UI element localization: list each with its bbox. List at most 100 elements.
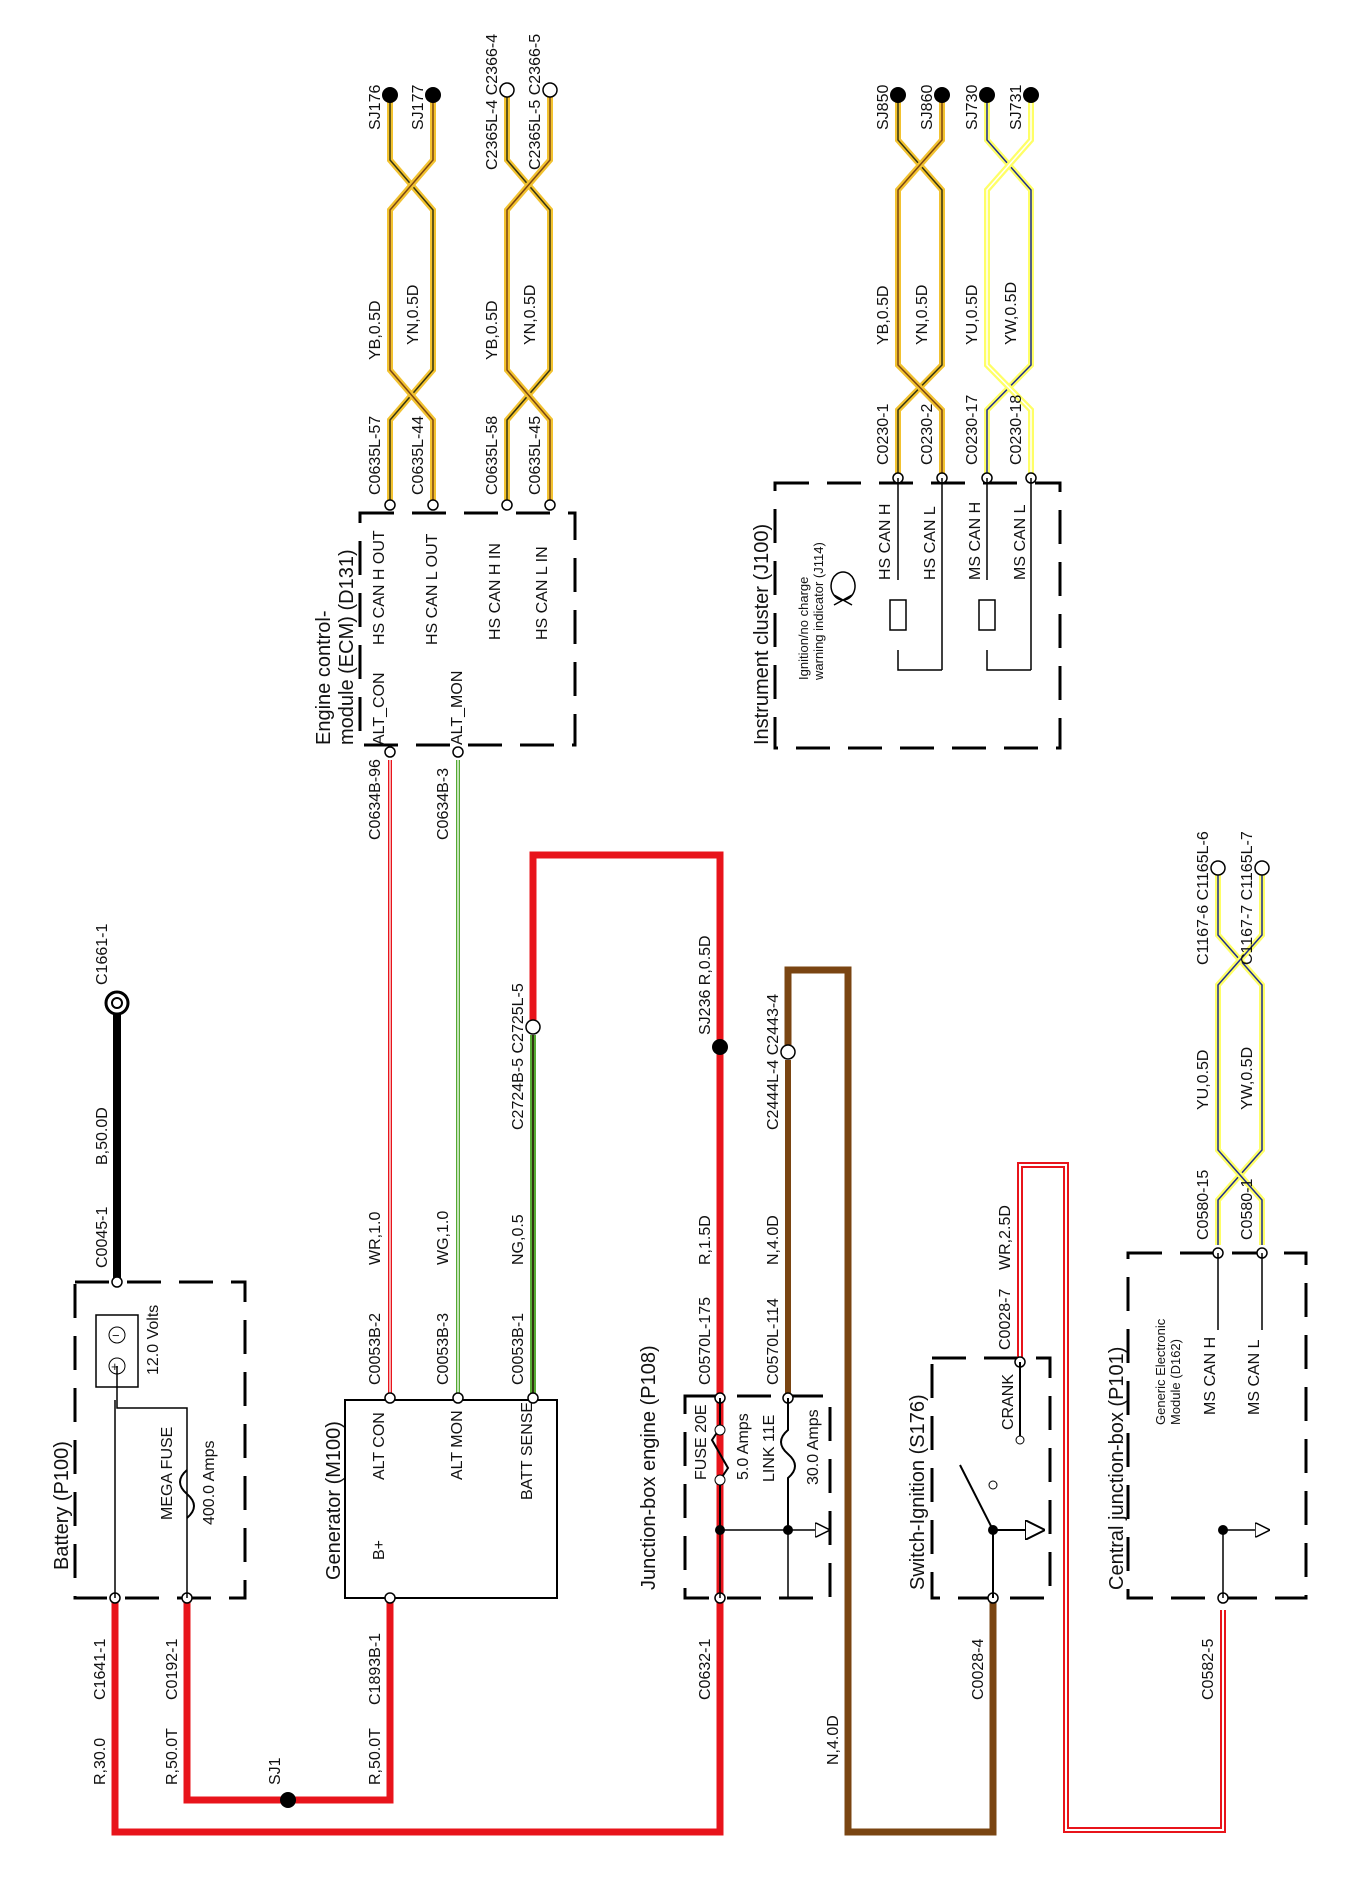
- label-c2724b-c2725l: C2724B-5 C2725L-5: [510, 983, 527, 1130]
- generator-bplus: B+: [371, 1540, 388, 1560]
- splice-sj860: [934, 87, 950, 103]
- pin-c0053b-1: [527, 1392, 539, 1404]
- label-c0053b-1: C0053B-1: [510, 1313, 527, 1385]
- battery-pos-sign: +: [111, 1359, 119, 1374]
- switch-title: Switch-Ignition (S176): [907, 1394, 929, 1590]
- generator-box: [344, 1399, 558, 1599]
- battery-internal-wire: [114, 1366, 188, 1598]
- battery-title: Battery (P100): [51, 1441, 73, 1570]
- twist-yw-gem-core: [1217, 875, 1263, 1245]
- battery-fuse-amps: 400.0 Amps: [201, 1441, 218, 1526]
- cluster-warn-1: Ignition/no charge: [796, 577, 811, 680]
- gem-label-1: Generic Electronic: [1153, 1318, 1168, 1425]
- label-sj236: SJ236 R,0.5D: [697, 935, 714, 1035]
- cluster-hs-can-l: HS CAN L: [922, 506, 939, 580]
- twist-yn-out-core: [389, 95, 434, 500]
- cluster-hs-resistor: [889, 599, 907, 631]
- fuse-20e-bot: [714, 1474, 726, 1486]
- pin-c0635l-58: [501, 499, 513, 511]
- wire-label-yb05d-in: YB,0.5D: [484, 300, 501, 360]
- ecm-hs-can-h-in: HS CAN H IN: [487, 543, 504, 640]
- twist-yn-cluster-core: [897, 95, 943, 475]
- label-c0230-1: C0230-1: [875, 404, 892, 465]
- twist-yu-gem-core: [1217, 875, 1263, 1245]
- generator-alt-con: ALT CON: [371, 1412, 388, 1480]
- cluster-ms-can-h: MS CAN H: [967, 502, 984, 580]
- pin-c0634b-3: [452, 746, 464, 758]
- label-c1641-1: C1641-1: [92, 1639, 109, 1700]
- twist-yn-in-core: [506, 95, 551, 500]
- ecm-hs-can-l-in: HS CAN L IN: [534, 546, 551, 640]
- wire-n40d: [784, 966, 997, 1836]
- jbox-engine-title: Junction-box engine (P108): [638, 1345, 660, 1590]
- label-sj730: SJ730: [964, 85, 981, 130]
- fuse-20e-symbol: [710, 1398, 730, 1530]
- label-sj860: SJ860: [919, 85, 936, 130]
- label-c1167-6: C1167-6 C1165L-6: [1195, 831, 1212, 965]
- pin-c0635l-44: [427, 499, 439, 511]
- gem-ms-lines: [1217, 1253, 1262, 1598]
- label-c0045-1: C0045-1: [94, 1207, 111, 1268]
- wire-label-wr25d: WR,2.5D: [997, 1205, 1014, 1270]
- wire-label-wg10: WG,1.0: [435, 1211, 452, 1265]
- wire-label-yu05d-cluster: YU,0.5D: [964, 285, 981, 345]
- inline-c2365l-4: [499, 82, 515, 98]
- splice-sj236: [712, 1039, 728, 1055]
- label-c0053b-2: C0053B-2: [367, 1313, 384, 1385]
- cluster-hs-terminations: [897, 478, 1032, 671]
- fuse-20e-amps: 5.0 Amps: [735, 1413, 752, 1480]
- switch-node: [988, 1525, 998, 1535]
- wire-label-r50t-b: R,50.0T: [367, 1728, 384, 1785]
- battery-volts: 12.0 Volts: [145, 1305, 162, 1375]
- inline-c2444l: [780, 1044, 796, 1060]
- label-c0230-18: C0230-18: [1008, 395, 1025, 465]
- label-c0230-17: C0230-17: [964, 395, 981, 465]
- ecm-title-2: module (ECM) (D131): [336, 549, 358, 745]
- cluster-hs-can-h: HS CAN H: [877, 504, 894, 580]
- label-c0582-5: C0582-5: [1200, 1639, 1217, 1700]
- cluster-ms-can-l: MS CAN L: [1012, 504, 1029, 580]
- label-c0570l-114: C0570L-114: [765, 1298, 782, 1385]
- label-c0230-2: C0230-2: [919, 404, 936, 465]
- twist-yw-cluster-core: [986, 95, 1032, 475]
- wire-label-r30: R,30.0: [92, 1738, 109, 1785]
- gem-ms-can-h: MS CAN H: [1202, 1337, 1219, 1415]
- wire-label-b50d: B,50.0D: [94, 1107, 111, 1165]
- label-c0580-15: C0580-15: [1195, 1170, 1212, 1240]
- splice-sj730: [979, 87, 995, 103]
- label-c2365l-5: C2365L-5 C2366-5: [527, 34, 544, 170]
- ecm-alt-mon: ALT_MON: [449, 671, 466, 745]
- battery-neg-terminal: [108, 1326, 126, 1344]
- label-sj177: SJ177: [410, 85, 427, 130]
- link-11e-symbol: [780, 1398, 796, 1530]
- cluster-title: Instrument cluster (J100): [751, 524, 773, 745]
- wire-label-yb05d-out: YB,0.5D: [367, 300, 384, 360]
- label-c0634b-3: C0634B-3: [435, 768, 452, 840]
- jbox-engine-box: [683, 1394, 832, 1600]
- inline-c2365l-5: [542, 82, 558, 98]
- gem-label-2: Module (D162): [1168, 1339, 1183, 1425]
- wire-label-yb05d-cluster: YB,0.5D: [875, 285, 892, 345]
- label-c1167-7: C1167-7 C1165L-7: [1239, 831, 1256, 965]
- fuse-20e-top: [714, 1424, 726, 1436]
- label-c0028-4: C0028-4: [970, 1639, 987, 1700]
- fuse-20e-label: FUSE 20E: [693, 1404, 710, 1480]
- label-c1661-1: C1661-1: [94, 924, 111, 985]
- ring-terminal-c1661-1-inner: [111, 997, 123, 1009]
- twist-yb-in-core: [506, 95, 551, 500]
- wire-label-r15d: R,1.5D: [697, 1215, 714, 1265]
- pin-c0634b-96: [384, 746, 396, 758]
- generator-title: Generator (M100): [323, 1421, 345, 1580]
- twist-yb-cluster-core: [897, 95, 943, 475]
- splice-sj177: [425, 87, 441, 103]
- ecm-hs-can-h-out: HS CAN H OUT: [371, 530, 388, 645]
- pin-c0635l-45: [544, 499, 556, 511]
- cluster-warn-2: warning indicator (J114): [811, 542, 826, 681]
- label-c2365l-4: C2365L-4 C2366-4: [484, 34, 501, 170]
- label-c0635l-44: C0635L-44: [410, 416, 427, 495]
- wire-r30: [111, 851, 724, 1836]
- label-c0053b-3: C0053B-3: [435, 1313, 452, 1385]
- ecm-alt-con: ALT_CON: [371, 672, 388, 745]
- label-c0635l-58: C0635L-58: [484, 416, 501, 495]
- label-c0635l-45: C0635L-45: [527, 416, 544, 495]
